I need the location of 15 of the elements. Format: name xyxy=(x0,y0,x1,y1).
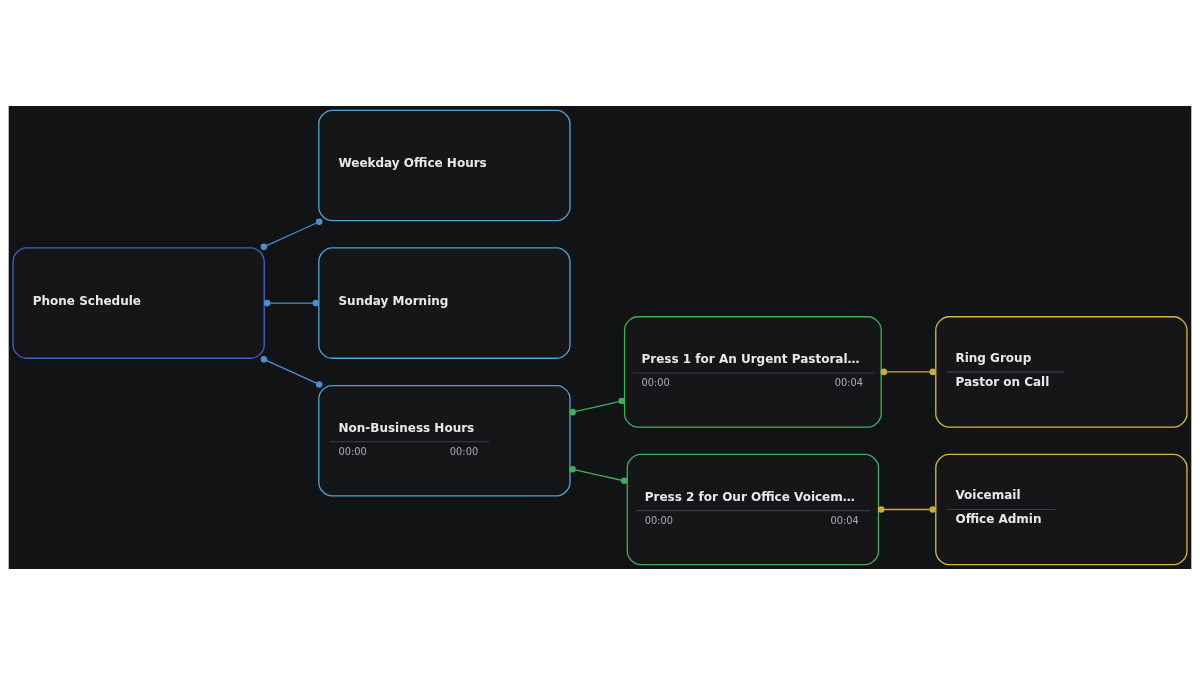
node-box: Weekday Office Hours xyxy=(318,109,571,222)
connector xyxy=(260,356,323,388)
node-box: Phone Schedule xyxy=(12,247,265,359)
connector xyxy=(263,299,320,307)
node-box: Non-Business Hours 00:00 00:00 xyxy=(318,384,571,497)
connector xyxy=(880,368,937,376)
node-box: Voicemail Office Admin xyxy=(935,453,1188,566)
connector xyxy=(569,465,628,485)
node-box: Press 1 for An Urgent Pastoral… 00:00 00:04 xyxy=(623,316,882,428)
node-box: Press 2 for Our Office Voicem… 00:00 00:04 xyxy=(626,453,880,566)
connector xyxy=(569,397,626,416)
connector xyxy=(877,506,936,513)
node-box: Sunday Morning xyxy=(318,247,571,359)
connector xyxy=(260,218,323,251)
node-box: Ring Group Pastor on Call xyxy=(935,316,1188,428)
